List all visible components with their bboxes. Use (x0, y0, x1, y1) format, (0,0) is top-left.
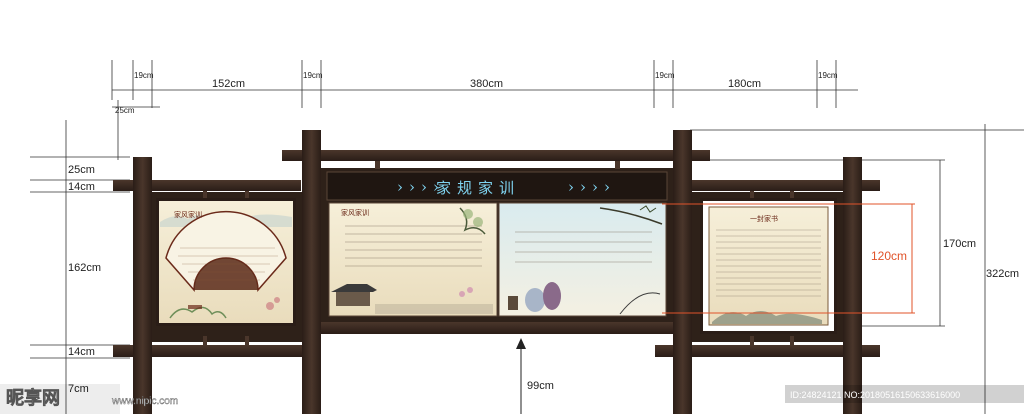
left-panel (156, 198, 296, 326)
dim-left-top: 25cm (115, 106, 135, 115)
dim-red-120: 120cm (871, 249, 907, 263)
center-right-panel (498, 202, 667, 317)
left-dimension-lines (30, 100, 130, 414)
left-panel-title: 家风家训 (174, 210, 202, 219)
center-panel-title: 家风家训 (341, 208, 369, 217)
top-dimension-lines (111, 60, 858, 108)
dim-top-4: 380cm (470, 78, 503, 90)
dim-left-4: 14cm (68, 346, 95, 358)
right-panel-title: 一封家书 (750, 214, 778, 223)
watermark (0, 384, 1024, 414)
center-left-panel (328, 202, 498, 317)
right-panel (700, 198, 837, 334)
title-arrows-left: ›››› (397, 178, 445, 196)
watermark-id: ID:24824121 NO:20180516150633616000 (790, 390, 960, 400)
title-arrows-right: ›››› (568, 178, 616, 196)
dim-top-1: 19cm (134, 71, 154, 80)
dim-top-6: 180cm (728, 78, 761, 90)
main-title-band: ›››› ›››› (326, 171, 668, 201)
watermark-logo: 昵享网 (6, 387, 60, 409)
watermark-url: www.nipic.com (111, 396, 178, 407)
dim-top-3: 19cm (303, 71, 323, 80)
dim-left-2: 14cm (68, 181, 95, 193)
dim-right-total: 322cm (986, 268, 1019, 280)
dim-left-1: 25cm (68, 164, 95, 176)
main-title: 家规家训 (436, 179, 520, 197)
dim-top-7: 19cm (818, 71, 838, 80)
bottom-clearance-arrow (516, 338, 526, 414)
dim-bottom-99: 99cm (527, 380, 554, 392)
dim-left-5: 7cm (68, 383, 89, 395)
dim-top-2: 152cm (212, 78, 245, 90)
dim-top-5: 19cm (655, 71, 675, 80)
dim-left-3: 162cm (68, 262, 101, 274)
red-dimension-box (662, 203, 915, 314)
dim-right-panel: 170cm (943, 238, 976, 250)
